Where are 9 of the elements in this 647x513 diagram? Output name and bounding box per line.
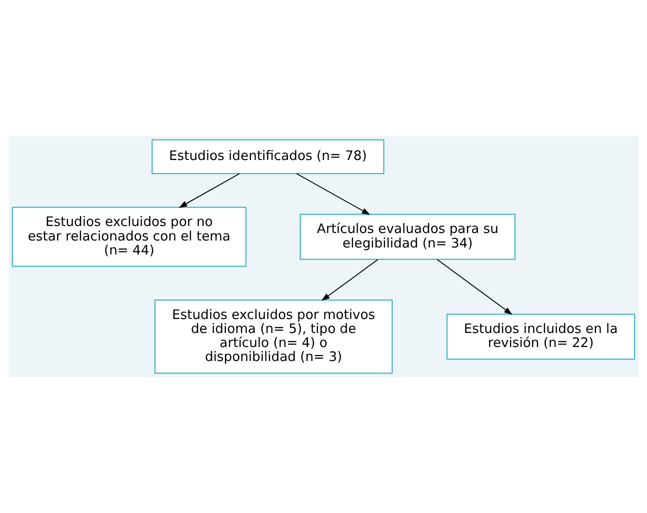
- arrow: [321, 259, 378, 301]
- node-box: Estudios identificados (n= 78): [152, 139, 384, 174]
- arrow: [178, 173, 240, 208]
- node-box: Estudios incluidos en la revisión (n= 22): [446, 314, 636, 360]
- arrow: [436, 259, 512, 315]
- node-box: Estudios excluidos por motivos de idioma (n= 5), tipo de artículo (n= 4) o disponibilidad (n= 3): [154, 300, 393, 374]
- node-box: Artículos evaluados para su elegibilidad (n= 34): [300, 214, 516, 260]
- node-box: Estudios excluidos por no estar relacionados con el tema (n= 44): [12, 206, 246, 267]
- arrow: [296, 173, 370, 215]
